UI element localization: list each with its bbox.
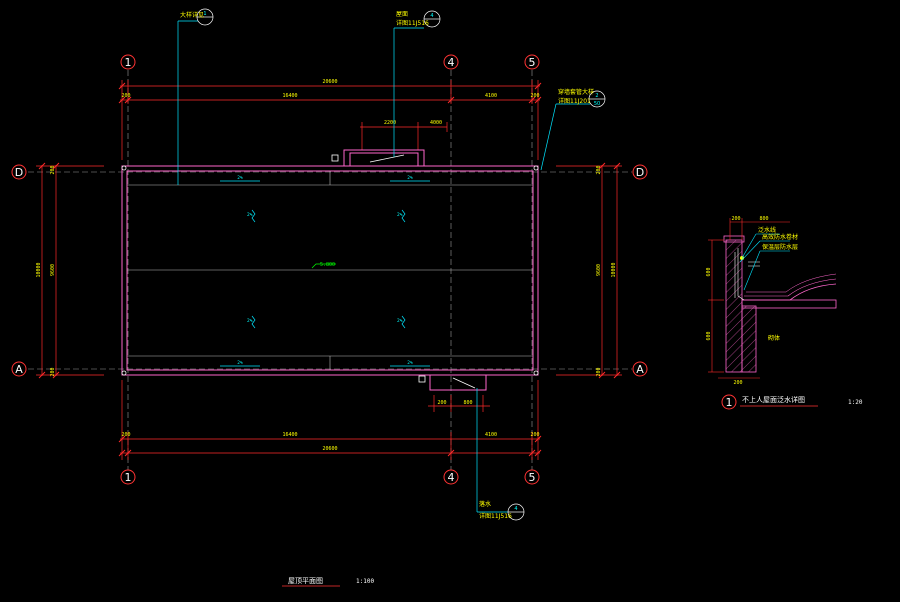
detail-title-block: 1 不上人屋面泛水详图 1:20 [721, 394, 863, 410]
detail-dim-base: 200 [733, 380, 742, 386]
dim-total-top: 20600 [322, 79, 337, 85]
callout-top-left: 大样详见 [180, 11, 204, 19]
slope-arrows [220, 180, 430, 367]
dim-edge-right-top: 200 [596, 165, 602, 174]
callout-top-center-ref: 详图11J516 [396, 19, 429, 27]
dim-depth-left-inner: 9600 [50, 264, 56, 276]
axis-label-a-right: A [636, 363, 644, 376]
elevation-marker: 5.800 [311, 262, 336, 269]
slope-labels: 2% 2% 2% 2% 2% 2% 2% 2% [237, 175, 413, 366]
plan-scale: 1:100 [356, 578, 374, 585]
dim-hatch-offset: 4000 [430, 120, 442, 126]
callout-right-note: 穿墙套管大样 [558, 88, 594, 96]
callout-index-right-sheet: 50 [594, 101, 600, 107]
dim-edge-top-left: 200 [121, 93, 130, 99]
axis-label-d-right: D [636, 166, 644, 179]
callout-texts: 大样详见 1 屋面 详图11J516 4 穿墙套管大样 详图11J201 2 5… [180, 11, 600, 520]
dim-edge-bottom-left: 200 [121, 432, 130, 438]
dimension-lines [36, 80, 622, 460]
axis-label-1-top: 1 [125, 56, 132, 69]
dim-span-4-5-top: 4100 [485, 93, 497, 99]
dim-span-4-5-bottom: 4100 [485, 432, 497, 438]
callout-index-top-center: 4 [430, 13, 433, 19]
drain-box[interactable] [429, 374, 487, 391]
callout-index-right: 2 [595, 93, 598, 99]
axis-bubbles [11, 54, 648, 485]
dim-depth-left-outer: 10000 [36, 262, 42, 277]
detail-dim-bottom: 600 [706, 331, 712, 340]
slope-label: 2% [407, 360, 413, 366]
roof-hatch[interactable] [343, 149, 425, 167]
axis-label-5-bottom: 5 [529, 471, 536, 484]
detail-dim-top: 600 [706, 267, 712, 276]
axis-label-a-left: A [15, 363, 23, 376]
detail-index: 1 [726, 396, 733, 409]
slope-label: 2% [247, 318, 253, 324]
detail-scale: 1:20 [848, 399, 863, 406]
dim-hatch-width: 2200 [384, 120, 396, 126]
small-markers [121, 154, 539, 389]
detail-beam[interactable] [741, 305, 757, 373]
axis-label-4-bottom: 4 [448, 471, 455, 484]
slope-label: 2% [407, 175, 413, 181]
dim-drain-width: 800 [463, 400, 472, 406]
detail-title: 不上人屋面泛水详图 [742, 395, 805, 404]
dim-span-1-4-top: 16400 [282, 93, 297, 99]
dimension-ticks [38, 82, 621, 457]
dim-depth-right-outer: 10000 [611, 262, 617, 277]
detail-material-note: 砌体 [768, 334, 780, 342]
dim-edge-bottom-right: 200 [530, 432, 539, 438]
dim-edge-top-right: 200 [530, 93, 539, 99]
dim-total-bottom: 20600 [322, 446, 337, 452]
dim-edge-right-bottom: 200 [596, 367, 602, 376]
dim-edge-left-top: 200 [50, 165, 56, 174]
callout-right-ref: 详图11J201 [558, 97, 591, 105]
callout-circles [196, 8, 606, 521]
roof-hatch-inner[interactable] [349, 152, 419, 167]
dim-drain-offset: 200 [437, 400, 446, 406]
axis-label-1-bottom: 1 [125, 471, 132, 484]
elevation-label: 5.800 [320, 262, 335, 268]
detail-dim-offset: 800 [759, 216, 768, 222]
parapet-inner[interactable] [126, 170, 534, 371]
dim-edge-left-bottom: 200 [50, 367, 56, 376]
parapet-outer[interactable] [121, 165, 539, 376]
callout-top-center: 屋面 [396, 11, 408, 18]
roof-internal-lines [127, 171, 533, 370]
callout-leaders [177, 20, 590, 513]
dim-span-1-4-bottom: 16400 [282, 432, 297, 438]
plan-title: 屋顶平面图 [288, 577, 323, 585]
axis-label-d-left: D [15, 166, 23, 179]
slope-label: 2% [237, 360, 243, 366]
slope-label: 2% [397, 212, 403, 218]
callout-index-bottom: 4 [514, 506, 517, 512]
dim-depth-right-inner: 9600 [596, 264, 602, 276]
plan-title-block: 屋顶平面图 1:100 [282, 577, 374, 587]
detail-dim-wall: 200 [731, 216, 740, 222]
axis-label-5-top: 5 [529, 56, 536, 69]
axis-label-4-top: 4 [448, 56, 455, 69]
detail-label-3: 保温层防水层 [762, 243, 798, 251]
slope-label: 2% [397, 318, 403, 324]
slope-label: 2% [247, 212, 253, 218]
slope-label: 2% [237, 175, 243, 181]
callout-bottom: 落水 [479, 500, 491, 508]
detail-parapet-wall[interactable] [725, 239, 743, 373]
dimension-texts: 20600 200 16400 4100 200 2200 4000 20600… [36, 79, 617, 452]
callout-bottom-ref: 详图11J516 [479, 512, 512, 520]
parapet-detail[interactable]: 200 800 600 600 200 泛水线 高效防水卷材 保温层防水层 砌体 [706, 216, 837, 386]
axis-labels: 1 4 5 1 4 5 D A D A [15, 56, 644, 484]
detail-label-2: 高效防水卷材 [762, 233, 798, 241]
callout-index-top-left: 1 [203, 11, 206, 17]
detail-label-1: 泛水线 [758, 226, 776, 234]
